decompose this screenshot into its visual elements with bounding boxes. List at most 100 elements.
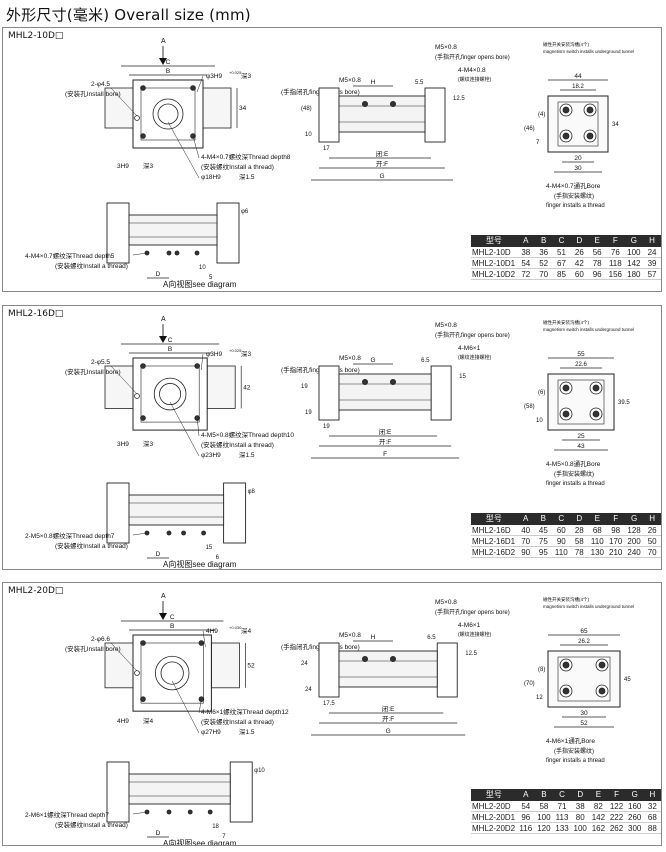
dim-B: B bbox=[170, 623, 174, 630]
top-thread-label-cn: (安装螺纹Install a thread) bbox=[55, 261, 128, 270]
column-header: F bbox=[607, 789, 626, 801]
end-thread-hole bbox=[562, 106, 570, 114]
dim-H: H bbox=[371, 634, 376, 641]
dimension-cell: 100 bbox=[624, 246, 644, 258]
view-arrow-icon bbox=[159, 336, 167, 343]
dimension-cell: 90 bbox=[516, 546, 535, 558]
dimension-cell: 90 bbox=[552, 535, 571, 547]
dimension-cell: 120 bbox=[534, 822, 553, 834]
depth-label: 深3 bbox=[143, 439, 154, 448]
dim-label: 12.5 bbox=[465, 651, 477, 657]
dimension-cell: 260 bbox=[625, 811, 644, 823]
dim-label: 12 bbox=[536, 695, 543, 701]
dimension-cell: 133 bbox=[552, 822, 572, 834]
column-header: E bbox=[588, 513, 607, 525]
side-thread-label-cn: (螺纹连接螺栓) bbox=[458, 76, 492, 83]
column-header: E bbox=[588, 235, 607, 247]
dim-label: 6.5 bbox=[427, 635, 436, 641]
model-cell: MHL2-16D bbox=[471, 524, 517, 536]
dimension-cell: 26 bbox=[643, 524, 661, 536]
drawing-line bbox=[202, 630, 206, 648]
side-port-hole bbox=[361, 656, 368, 663]
dim-C: C bbox=[166, 59, 171, 66]
column-header: 型号 bbox=[471, 513, 517, 525]
end-bore-label: 4-M5×0.8通孔Bore bbox=[546, 459, 601, 468]
bore-bottom-label: φ27H9 bbox=[201, 729, 221, 736]
bore-left-label: 3H9 bbox=[117, 441, 129, 448]
dim-label: (46) bbox=[524, 126, 535, 132]
top-thread-label: 4-M4×0.7螺纹深Thread depth5 bbox=[25, 251, 115, 260]
mount-hole-label: 2-φ5.5 bbox=[91, 359, 110, 366]
dim-label: 6 bbox=[216, 555, 220, 561]
view-arrow-icon bbox=[159, 58, 167, 65]
body-top bbox=[128, 773, 231, 805]
side-jaw-right bbox=[436, 642, 458, 698]
dim-label: 7 bbox=[536, 140, 540, 146]
end-body bbox=[547, 650, 621, 708]
drawing-line bbox=[167, 121, 200, 179]
mount-hole-label: 2-φ6.6 bbox=[91, 636, 110, 643]
model-cell: MHL2-16D2 bbox=[471, 546, 517, 558]
dimension-cell: 70 bbox=[643, 546, 661, 558]
page-title: 外形尺寸(毫米) Overall size (mm) bbox=[6, 6, 251, 24]
model-cell: MHL2-16D1 bbox=[471, 535, 517, 547]
column-header: A bbox=[516, 789, 535, 801]
thread-label-cn: (安装螺纹Install a thread) bbox=[201, 440, 274, 449]
center-bore-inner bbox=[160, 661, 184, 685]
dimension-cell: 24 bbox=[643, 246, 661, 258]
dimension-cell: 26 bbox=[570, 246, 589, 258]
side-port-hole bbox=[389, 101, 396, 108]
gripper-panel-20: MHL2-20D□ACBA524H9+0.030深42-φ6.6(安装孔Inst… bbox=[2, 582, 662, 846]
thread-hole bbox=[166, 530, 172, 536]
column-header: F bbox=[606, 513, 625, 525]
dimension-cell: 262 bbox=[607, 822, 626, 834]
dim-label: (8) bbox=[538, 667, 545, 673]
dimension-cell: 96 bbox=[516, 811, 535, 823]
dim-label: 30 bbox=[574, 165, 582, 172]
depth-label: 深3 bbox=[241, 71, 252, 80]
phi-label: φ10 bbox=[254, 768, 265, 774]
jaw-top-right bbox=[229, 761, 253, 823]
end-boss bbox=[559, 658, 573, 672]
pin-hole bbox=[134, 670, 140, 676]
column-header: E bbox=[589, 789, 608, 801]
side-port-label: M5×0.8 bbox=[435, 322, 457, 329]
thread-label-cn: (安装螺纹Install a thread) bbox=[201, 162, 274, 171]
body-front bbox=[132, 634, 212, 712]
panel-model-label: MHL2-16D□ bbox=[8, 309, 64, 319]
model-cell: MHL2-20D bbox=[471, 800, 517, 812]
dimension-cell: 118 bbox=[606, 257, 625, 269]
dimension-cell: 56 bbox=[588, 246, 607, 258]
column-header: D bbox=[570, 235, 589, 247]
side-jaw-left bbox=[318, 365, 340, 421]
view-caption: A向视图see diagram bbox=[163, 279, 237, 289]
tolerance-label: +0.025 bbox=[229, 70, 242, 75]
dim-label: 30 bbox=[580, 710, 588, 717]
center-bore bbox=[153, 377, 187, 411]
drawing-line bbox=[132, 252, 148, 256]
column-header: G bbox=[624, 235, 644, 247]
end-body bbox=[547, 95, 609, 153]
dim-H: G bbox=[370, 357, 375, 364]
dimension-cell: 36 bbox=[534, 246, 553, 258]
model-cell: MHL2-20D1 bbox=[471, 811, 517, 823]
dim-F: 开:F bbox=[382, 715, 394, 723]
dim-label: 24 bbox=[305, 687, 312, 693]
dim-height: 34 bbox=[239, 105, 247, 112]
dimension-cell: 88 bbox=[643, 822, 661, 834]
dimension-cell: 51 bbox=[552, 246, 571, 258]
end-boss bbox=[559, 103, 573, 117]
thread-hole bbox=[201, 530, 207, 536]
dim-C: C bbox=[168, 337, 173, 344]
center-bore bbox=[154, 655, 190, 691]
jaw-right bbox=[202, 87, 232, 129]
dim-label: 18.2 bbox=[572, 84, 584, 90]
side-thread-label: 4-M6×1 bbox=[458, 345, 481, 352]
view-arrow-icon bbox=[159, 613, 167, 620]
dim-label: 5.5 bbox=[415, 80, 424, 86]
thread-label: 4-M4×0.7螺纹深Thread depth8 bbox=[201, 152, 291, 161]
panel-model-label: MHL2-10D□ bbox=[8, 31, 64, 41]
